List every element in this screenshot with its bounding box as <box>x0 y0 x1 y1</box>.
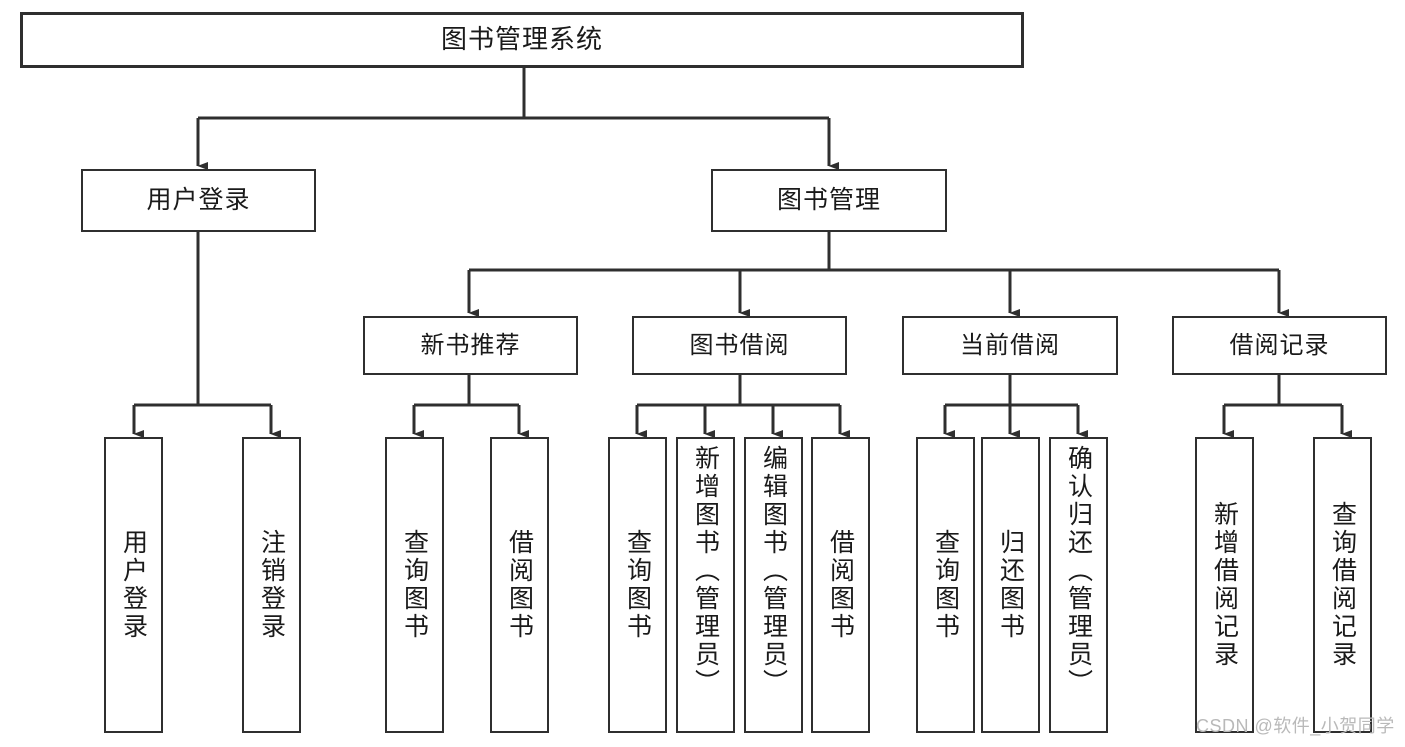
leaf-book-borrow-borrow-book[interactable]: 借阅图书 <box>811 437 870 733</box>
node-book-borrow[interactable]: 图书借阅 <box>632 316 847 375</box>
node-label: 确认归还（管理员） <box>1064 445 1093 697</box>
leaf-new-book-borrow-book[interactable]: 借阅图书 <box>490 437 549 733</box>
node-label: 图书管理 <box>776 186 881 215</box>
node-root-book-management-system[interactable]: 图书管理系统 <box>20 12 1024 68</box>
node-label: 借阅图书 <box>826 529 855 641</box>
node-label: 注销登录 <box>257 529 286 641</box>
node-label: 借阅记录 <box>1229 331 1330 359</box>
node-label: 新增图书（管理员） <box>691 445 720 697</box>
node-book-management[interactable]: 图书管理 <box>711 169 947 232</box>
node-label: 新增借阅记录 <box>1210 501 1239 669</box>
csdn-watermark: CSDN @软件_小贺同学 <box>1196 716 1395 736</box>
node-label: 查询图书 <box>931 529 960 641</box>
leaf-user-login-signout[interactable]: 注销登录 <box>242 437 301 733</box>
node-label: 编辑图书（管理员） <box>759 445 788 697</box>
node-new-book-recommendation[interactable]: 新书推荐 <box>363 316 578 375</box>
node-label: 图书管理系统 <box>440 24 603 55</box>
node-label: 查询图书 <box>400 529 429 641</box>
leaf-new-book-query-book[interactable]: 查询图书 <box>385 437 444 733</box>
leaf-current-borrow-return-book[interactable]: 归还图书 <box>981 437 1040 733</box>
node-label: 借阅图书 <box>505 529 534 641</box>
leaf-current-borrow-confirm-return-admin[interactable]: 确认归还（管理员） <box>1049 437 1108 733</box>
node-borrow-record[interactable]: 借阅记录 <box>1172 316 1387 375</box>
leaf-borrow-record-add-record[interactable]: 新增借阅记录 <box>1195 437 1254 733</box>
leaf-user-login-signin[interactable]: 用户登录 <box>104 437 163 733</box>
leaf-borrow-record-query-record[interactable]: 查询借阅记录 <box>1313 437 1372 733</box>
leaf-book-borrow-edit-book-admin[interactable]: 编辑图书（管理员） <box>744 437 803 733</box>
node-label: 当前借阅 <box>960 331 1060 359</box>
node-current-borrow[interactable]: 当前借阅 <box>902 316 1118 375</box>
node-label: 图书借阅 <box>689 331 790 359</box>
node-label: 用户登录 <box>146 186 251 215</box>
leaf-current-borrow-query-book[interactable]: 查询图书 <box>916 437 975 733</box>
node-label: 新书推荐 <box>420 331 521 359</box>
node-label: 查询图书 <box>623 529 652 641</box>
node-label: 查询借阅记录 <box>1328 501 1357 669</box>
node-label: 归还图书 <box>996 529 1025 641</box>
node-label: 用户登录 <box>119 529 148 641</box>
node-user-login[interactable]: 用户登录 <box>81 169 316 232</box>
leaf-book-borrow-add-book-admin[interactable]: 新增图书（管理员） <box>676 437 735 733</box>
leaf-book-borrow-query-book[interactable]: 查询图书 <box>608 437 667 733</box>
